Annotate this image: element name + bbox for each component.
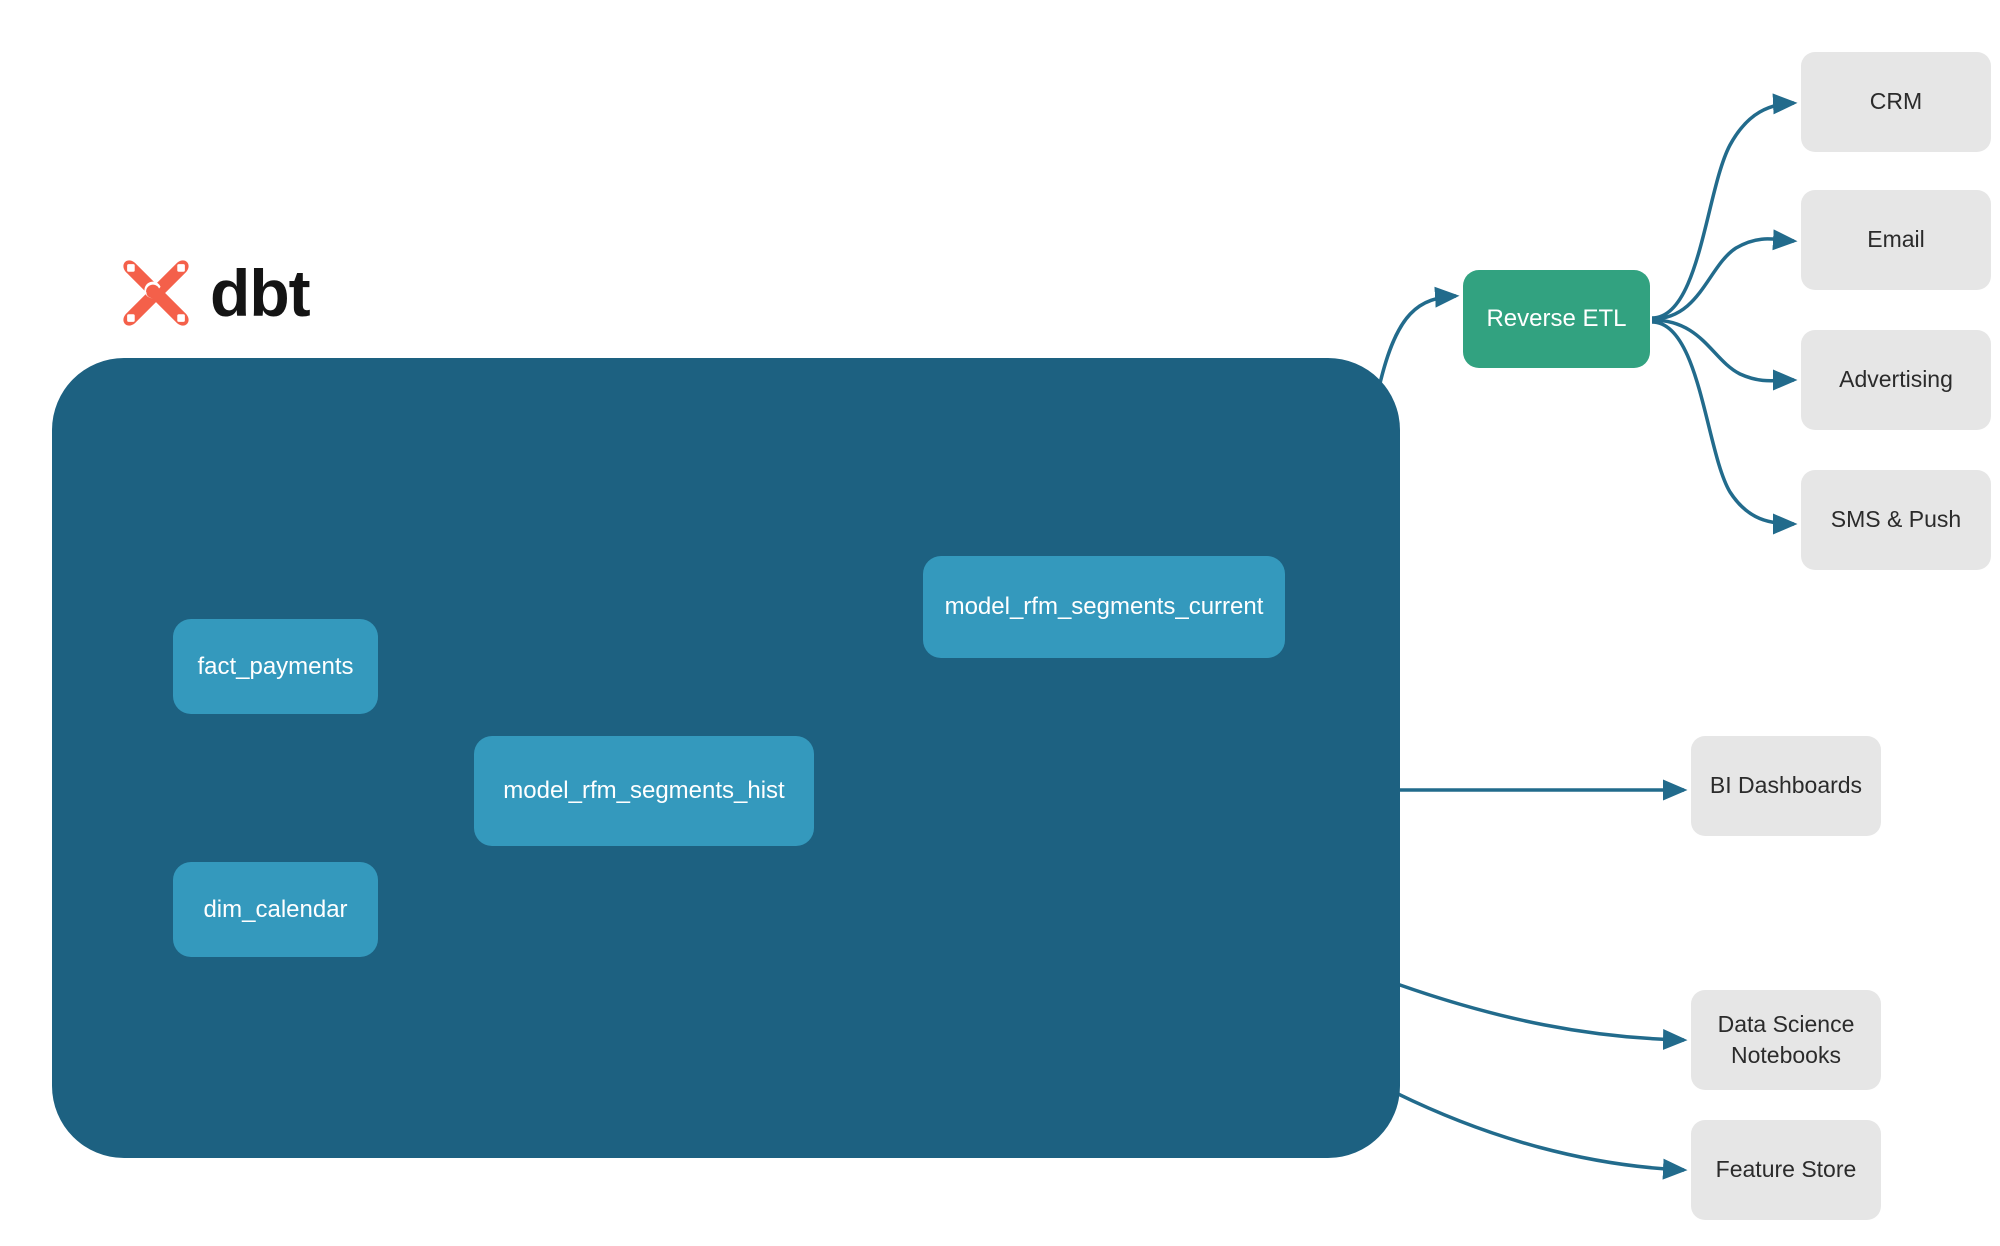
node-label: Advertising (1839, 366, 1953, 393)
node-reverse-etl[interactable]: Reverse ETL (1463, 270, 1650, 368)
node-label: Reverse ETL (1486, 305, 1627, 332)
dbt-wordmark: dbt (210, 256, 311, 330)
node-label: model_rfm_segments_hist (503, 777, 785, 804)
node-dim-calendar[interactable]: dim_calendar (173, 862, 378, 957)
node-bi-dashboards[interactable]: BI Dashboards (1691, 736, 1881, 836)
node-sms-push[interactable]: SMS & Push (1801, 470, 1991, 570)
node-label-line1: Data Science (1717, 1010, 1855, 1037)
dbt-brand: dbt (118, 255, 311, 331)
node-model-rfm-segments-current[interactable]: model_rfm_segments_current (923, 556, 1285, 658)
node-fact-payments[interactable]: fact_payments (173, 619, 378, 714)
node-feature-store[interactable]: Feature Store (1691, 1120, 1881, 1220)
node-label-line2: Notebooks (1731, 1042, 1841, 1068)
node-data-science-notebooks[interactable]: Data Science Notebooks (1691, 990, 1881, 1090)
node-label: fact_payments (197, 652, 354, 680)
node-label: SMS & Push (1830, 506, 1962, 533)
node-label: dim_calendar (203, 895, 348, 923)
dbt-logo-icon (123, 260, 189, 326)
node-label-wrap: Data Science Notebooks (1718, 1009, 1855, 1071)
node-label: model_rfm_segments_current (944, 593, 1264, 620)
node-email[interactable]: Email (1801, 190, 1991, 290)
edge-reverse-etl-to-crm (1651, 93, 1798, 320)
node-label: Email (1867, 226, 1925, 253)
node-model-rfm-segments-hist[interactable]: model_rfm_segments_hist (474, 736, 814, 846)
node-label: CRM (1869, 88, 1923, 115)
node-advertising[interactable]: Advertising (1801, 330, 1991, 430)
node-label: Feature Store (1715, 1156, 1857, 1183)
edge-reverse-etl-to-email (1651, 229, 1798, 321)
edge-reverse-etl-to-advertising (1651, 318, 1798, 391)
edge-reverse-etl-to-sms-push (1651, 320, 1798, 535)
node-label: BI Dashboards (1709, 772, 1863, 799)
node-crm[interactable]: CRM (1801, 52, 1991, 152)
